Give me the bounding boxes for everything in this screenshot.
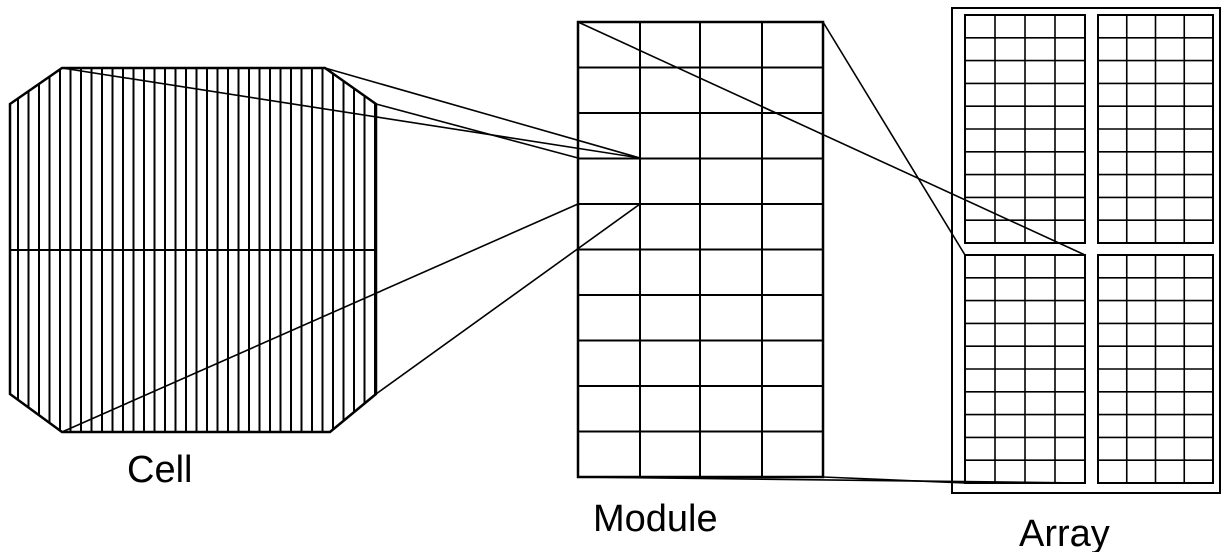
module-group [576,20,825,479]
array-module-panel [1097,14,1214,244]
cell-group [8,66,378,434]
module-label: Module [593,498,718,540]
array-panels [964,14,1214,484]
array-module-panel [964,14,1086,244]
array-frame [951,7,1221,494]
cell-to-module-connectors [61,67,641,433]
array-module-panel [1097,254,1214,484]
module-cell-grid [578,22,823,477]
cell-outline [8,66,378,434]
array-label: Array [1019,513,1110,552]
array-group [951,7,1221,494]
array-module-panel [964,254,1086,484]
cell-label: Cell [127,449,192,491]
